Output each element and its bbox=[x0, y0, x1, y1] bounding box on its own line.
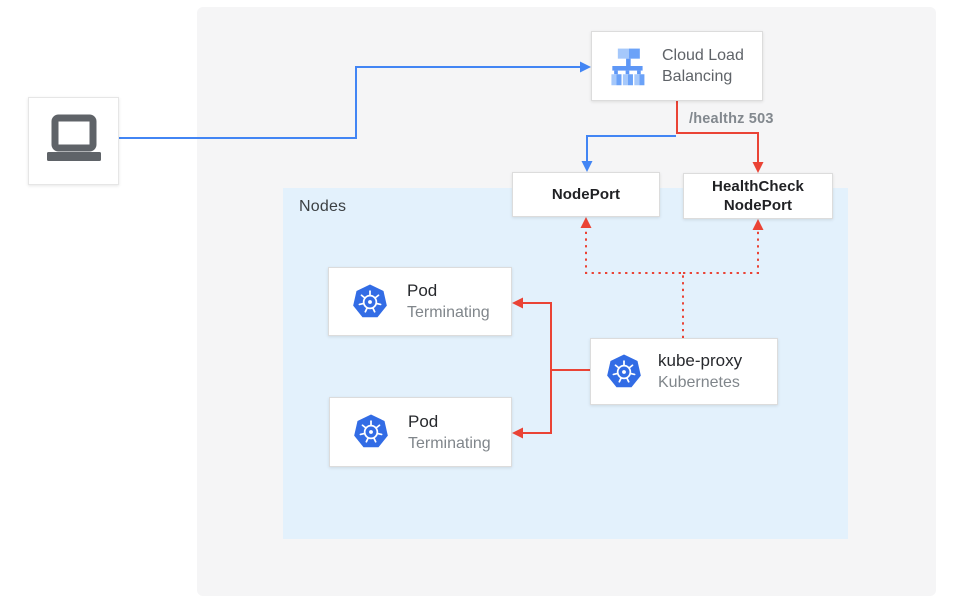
healthz-503-label: /healthz 503 bbox=[689, 111, 774, 127]
nodes-panel-label: Nodes bbox=[299, 198, 347, 215]
pod-status-label: Terminating bbox=[407, 304, 490, 321]
pod-label: Pod bbox=[407, 281, 438, 300]
cloud-load-balancing-label: Cloud Load Balancing bbox=[662, 47, 744, 85]
kubernetes-icon bbox=[350, 282, 390, 322]
nodeport-label: NodePort bbox=[551, 186, 621, 203]
healthcheck-nodeport-label: HealthCheck NodePort bbox=[712, 178, 804, 214]
kube-proxy-node: kube-proxy Kubernetes bbox=[590, 338, 778, 405]
pod-node-top: Pod Terminating bbox=[328, 267, 512, 336]
pod-label: Pod bbox=[408, 411, 439, 431]
nodeport-node: NodePort bbox=[512, 172, 660, 217]
kube-proxy-label: kube-proxy bbox=[658, 351, 743, 370]
pod-status-label: Terminating bbox=[408, 434, 491, 452]
laptop-icon bbox=[41, 112, 107, 170]
pod-node-bottom: Pod Terminating bbox=[329, 397, 512, 467]
cloud-load-balancing-icon bbox=[605, 44, 649, 88]
kube-proxy-subtitle: Kubernetes bbox=[658, 374, 740, 391]
cloud-load-balancing-node: Cloud Load Balancing bbox=[591, 31, 763, 101]
kubernetes-icon bbox=[604, 352, 644, 392]
healthcheck-nodeport-node: HealthCheck NodePort bbox=[683, 173, 833, 219]
client-node bbox=[28, 97, 119, 185]
kubernetes-icon bbox=[351, 412, 391, 452]
